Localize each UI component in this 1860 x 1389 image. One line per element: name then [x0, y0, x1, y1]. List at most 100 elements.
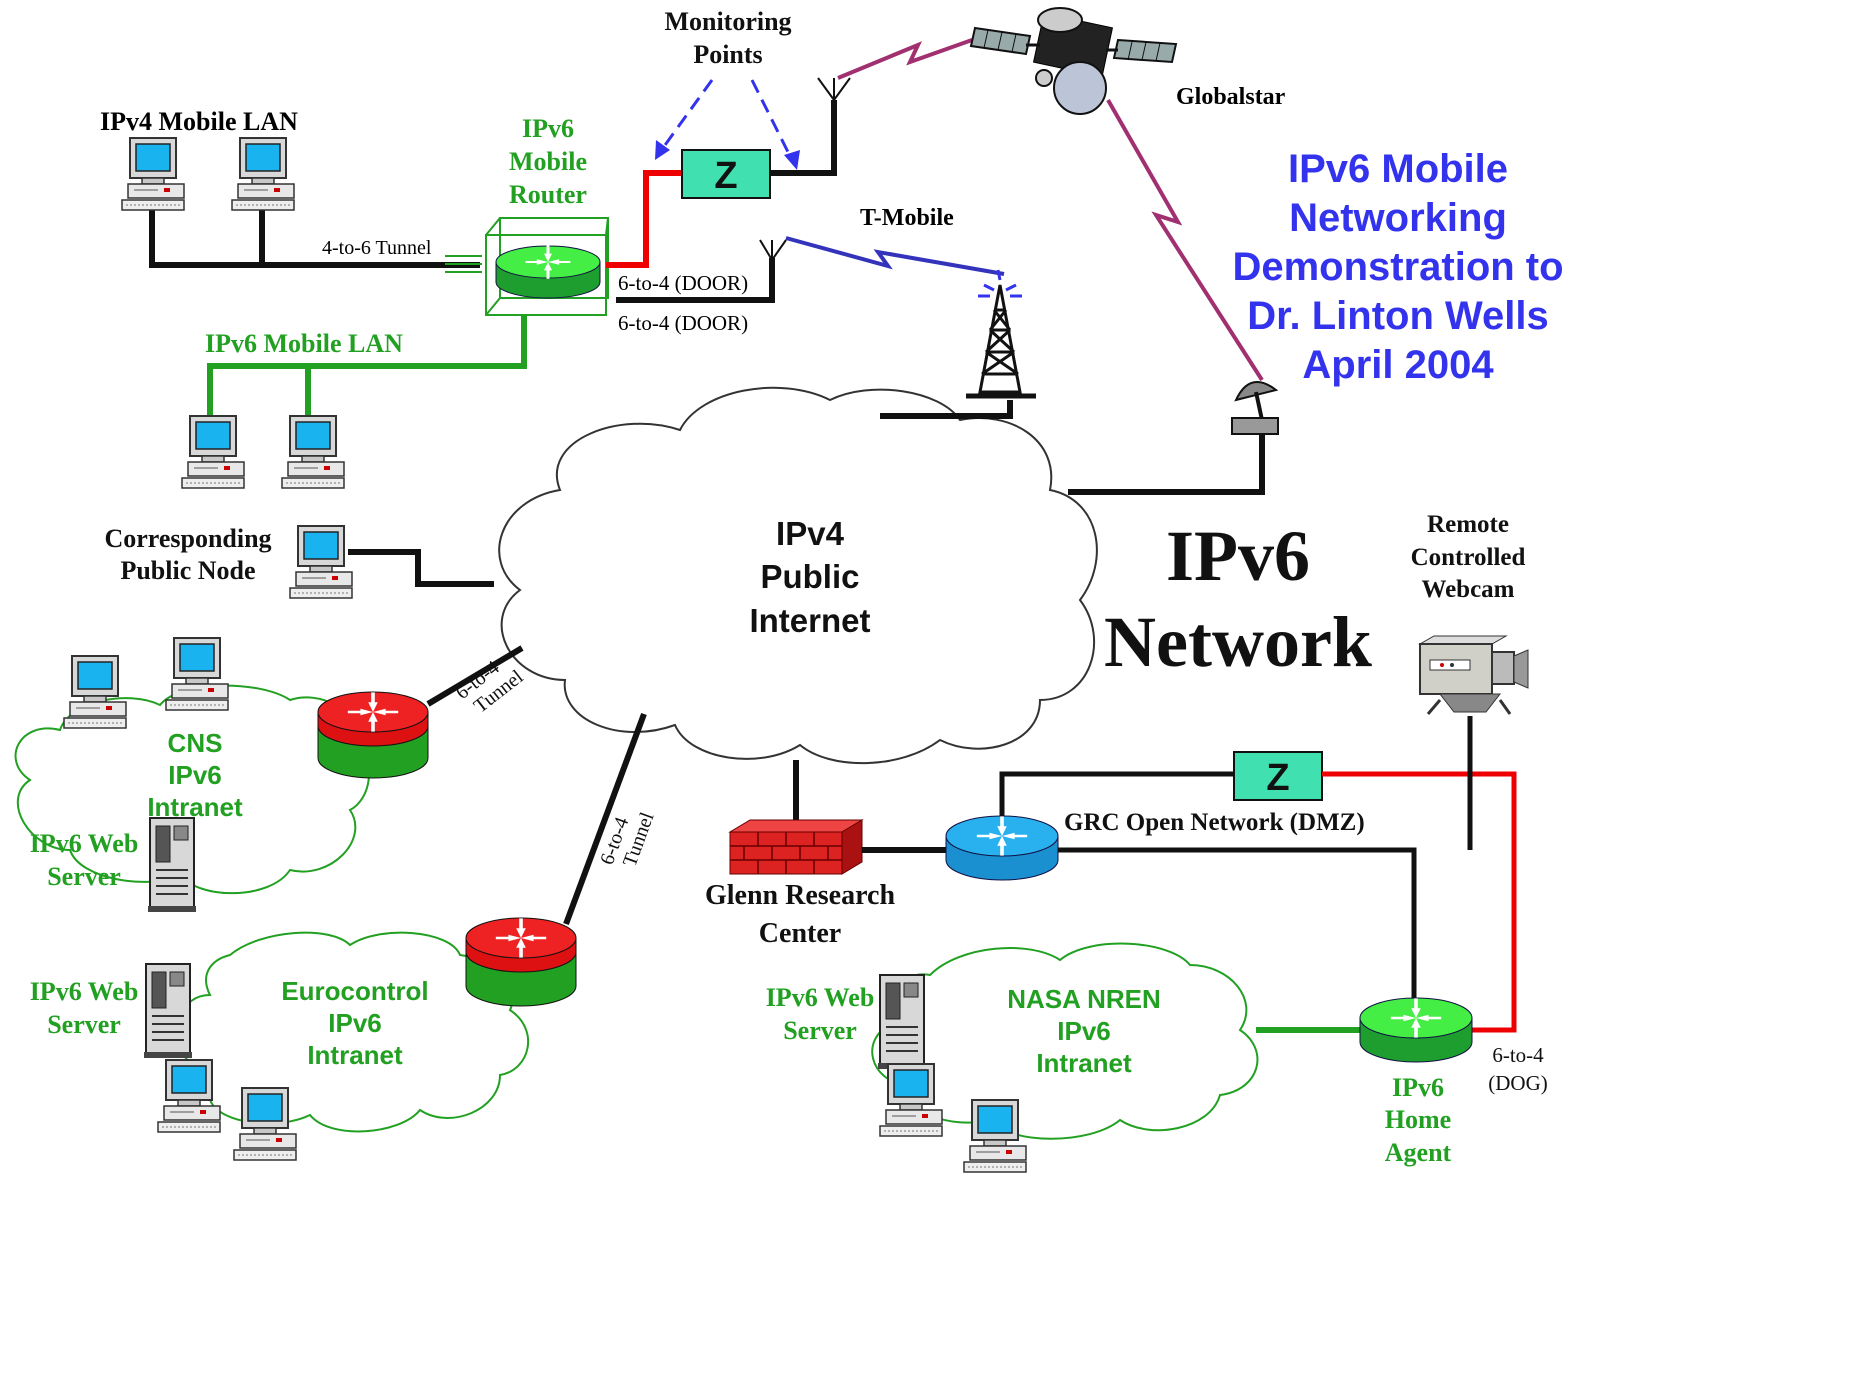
euro-pc-2[interactable]	[233, 1087, 297, 1161]
title-line-3: Demonstration to	[1232, 245, 1563, 289]
cns-web-server[interactable]	[147, 817, 197, 913]
ipv6-lan-pc-2[interactable]	[281, 415, 345, 489]
webcam-label: Remote Controlled Webcam	[1411, 511, 1526, 603]
cns-label: CNS IPv6 Intranet	[147, 728, 243, 822]
tower-signal-rays	[978, 269, 1022, 298]
z-monitor-box-top[interactable]: Z	[681, 149, 771, 199]
cns-router[interactable]	[317, 691, 429, 779]
mobile-router-line-2: Mobile	[509, 147, 587, 176]
ipv6-network-label: IPv6 Network	[1104, 516, 1372, 682]
cell-tower-icon	[966, 284, 1036, 399]
nren-line-2: IPv6	[1057, 1016, 1111, 1046]
z-monitor-box-bottom[interactable]: Z	[1233, 751, 1323, 801]
cns-web-server-line-1: IPv6 Web	[30, 829, 139, 858]
cns-pc-2[interactable]	[165, 637, 229, 711]
home-agent-line-3: Agent	[1385, 1138, 1452, 1167]
z-label-top: Z	[714, 155, 737, 197]
webcam-icon[interactable]	[1418, 635, 1529, 715]
antenna-globalstar	[817, 77, 851, 101]
globalstar-uplink	[837, 38, 973, 80]
eurocontrol-line-1: Eurocontrol	[281, 976, 428, 1006]
euro-tunnel-link	[563, 712, 647, 926]
home-agent-label: IPv6 Home Agent	[1385, 1073, 1452, 1167]
ipv6-mobile-lan-label: IPv6 Mobile LAN	[205, 329, 403, 358]
network-line-2: Network	[1104, 602, 1372, 682]
nren-pc-2[interactable]	[963, 1099, 1027, 1173]
ipv4-mobile-lan-label: IPv4 Mobile LAN	[100, 107, 298, 136]
internet-line-3: Internet	[749, 602, 870, 639]
webcam-line-2: Controlled	[1411, 544, 1526, 571]
corresponding-link	[348, 549, 494, 587]
cns-tunnel-link	[426, 645, 524, 707]
mobile-router-line-1: IPv6	[522, 114, 574, 143]
z-to-home-agent-link	[1322, 771, 1517, 1033]
corresponding-line-2: Public Node	[120, 556, 255, 585]
euro-web-server[interactable]	[143, 963, 193, 1059]
eurocontrol-line-3: Intranet	[307, 1040, 403, 1070]
cns-pc-1[interactable]	[63, 655, 127, 729]
euro-web-server-line-2: Server	[47, 1010, 121, 1039]
ipv6-home-agent-router[interactable]	[1359, 997, 1473, 1063]
internet-line-1: IPv4	[776, 515, 845, 552]
firewall-icon	[728, 819, 864, 875]
home-agent-line-2: Home	[1385, 1105, 1451, 1134]
internet-line-2: Public	[760, 558, 859, 595]
nren-web-server[interactable]	[877, 974, 927, 1070]
ipv6-lan-pc-1[interactable]	[181, 415, 245, 489]
tunnel-speed-lines	[445, 255, 482, 273]
monitoring-line-1: Monitoring	[664, 7, 791, 36]
monitoring-arrows	[658, 79, 794, 161]
webcam-line-3: Webcam	[1421, 576, 1514, 603]
globalstar-downlink	[1106, 99, 1264, 382]
network-line-1: IPv6	[1166, 516, 1310, 596]
title-line-2: Networking	[1289, 196, 1507, 240]
home-agent-line-1: IPv6	[1392, 1073, 1444, 1102]
webcam-line-1: Remote	[1427, 511, 1509, 538]
glenn-label: Glenn Research Center	[705, 880, 895, 949]
router-to-z-link	[606, 170, 682, 268]
nren-intranet-cloud	[871, 942, 1259, 1140]
ipv4-lan-wiring	[149, 210, 480, 268]
euro-web-server-label: IPv6 Web Server	[30, 977, 139, 1039]
eurocontrol-router[interactable]	[465, 917, 577, 1007]
euro-pc-1[interactable]	[157, 1059, 221, 1133]
cns-web-server-line-2: Server	[47, 862, 121, 891]
z-label-bottom: Z	[1266, 757, 1289, 799]
nren-line-3: Intranet	[1036, 1048, 1132, 1078]
tower-to-internet-link	[880, 400, 1013, 419]
monitoring-arrowheads	[655, 140, 800, 170]
tmobile-wireless-link	[785, 236, 1005, 276]
title-line-1: IPv6 Mobile	[1288, 147, 1508, 191]
ipv4-internet-cloud	[498, 386, 1098, 765]
eurocontrol-line-2: IPv6	[328, 1008, 382, 1038]
globalstar-satellite-icon	[969, 7, 1178, 115]
glenn-line-2: Center	[759, 918, 841, 949]
dog-line-1: 6-to-4	[1492, 1043, 1544, 1067]
glenn-line-1: Glenn Research	[705, 880, 895, 911]
dish-to-internet-link	[1068, 434, 1265, 495]
title-block: IPv6 Mobile Networking Demonstration to …	[1232, 147, 1563, 387]
grc-to-z-link	[999, 771, 1234, 816]
nren-web-server-line-2: Server	[783, 1016, 857, 1045]
grc-router[interactable]	[945, 815, 1059, 881]
ipv4-lan-pc-2[interactable]	[231, 137, 295, 211]
nren-pc-1[interactable]	[879, 1063, 943, 1137]
monitoring-line-2: Points	[693, 40, 762, 69]
nren-line-1: NASA NREN	[1007, 984, 1161, 1014]
cns-line-2: IPv6	[168, 760, 222, 790]
ground-dish-icon	[1231, 381, 1279, 435]
corresponding-line-1: Corresponding	[104, 524, 271, 553]
ipv4-lan-pc-1[interactable]	[121, 137, 185, 211]
nren-label: NASA NREN IPv6 Intranet	[1007, 984, 1161, 1078]
cns-line-1: CNS	[168, 728, 223, 758]
internet-label: IPv4 Public Internet	[749, 515, 870, 639]
grc-open-network-label: GRC Open Network (DMZ)	[1064, 809, 1365, 836]
title-line-4: Dr. Linton Wells	[1247, 294, 1549, 338]
corresponding-node-pc[interactable]	[289, 525, 353, 599]
title-line-5: April 2004	[1302, 343, 1494, 387]
corresponding-node-label: Corresponding Public Node	[104, 524, 271, 585]
ipv6-mobile-router[interactable]	[485, 217, 609, 316]
dog-label: 6-to-4 (DOG)	[1488, 1043, 1547, 1095]
antenna-tmobile	[759, 239, 787, 261]
nren-web-server-label: IPv6 Web Server	[766, 983, 875, 1045]
